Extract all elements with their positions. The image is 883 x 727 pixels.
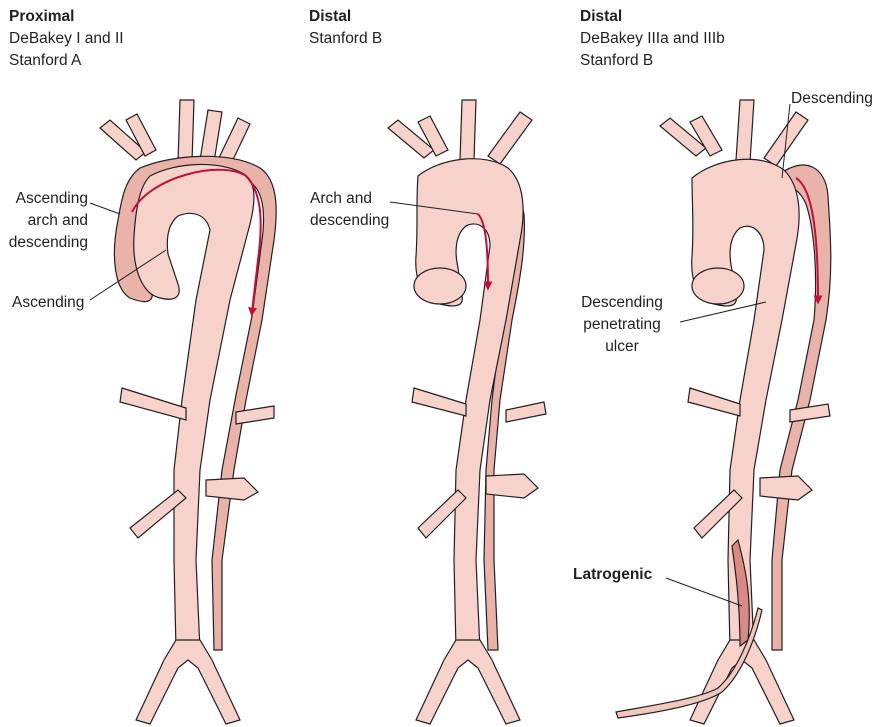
label-ascending: Ascending [12, 294, 85, 311]
panel-heading-proximal: Proximal DeBakey I and II Stanford A [9, 6, 124, 72]
flow-arrow-proximal [131, 168, 262, 317]
panel-heading-distal-b: Distal Stanford B [309, 6, 382, 50]
panel-heading-distal-debakey: Distal DeBakey IIIa and IIIb Stanford B [580, 6, 725, 72]
label-descending: Descending [791, 90, 873, 107]
flow-arrow-distal-b [477, 213, 493, 291]
flow-arrow-distal-debakey [795, 177, 823, 305]
classification-line: Stanford B [580, 52, 654, 69]
aorta-diagram-proximal [89, 99, 277, 725]
label-ascending-arch-descending: Ascending arch and descending [8, 190, 88, 251]
classification-line: Stanford B [309, 30, 383, 47]
classification-line: DeBakey IIIa and IIIb [580, 30, 725, 47]
label-arch-and-descending: Arch and descending [310, 190, 390, 229]
classification-line: DeBakey I and II [9, 30, 124, 47]
panel-title: Proximal [9, 8, 75, 25]
label-descending-penetrating-ulcer: Descending penetrating ulcer [581, 294, 663, 355]
aorta-diagram-distal-b [387, 99, 547, 725]
panel-title: Distal [309, 8, 352, 25]
classification-line: Stanford A [9, 52, 82, 69]
label-latrogenic: Latrogenic [573, 566, 653, 583]
panel-title: Distal [580, 8, 623, 25]
aorta-diagram-distal-debakey [615, 99, 832, 725]
